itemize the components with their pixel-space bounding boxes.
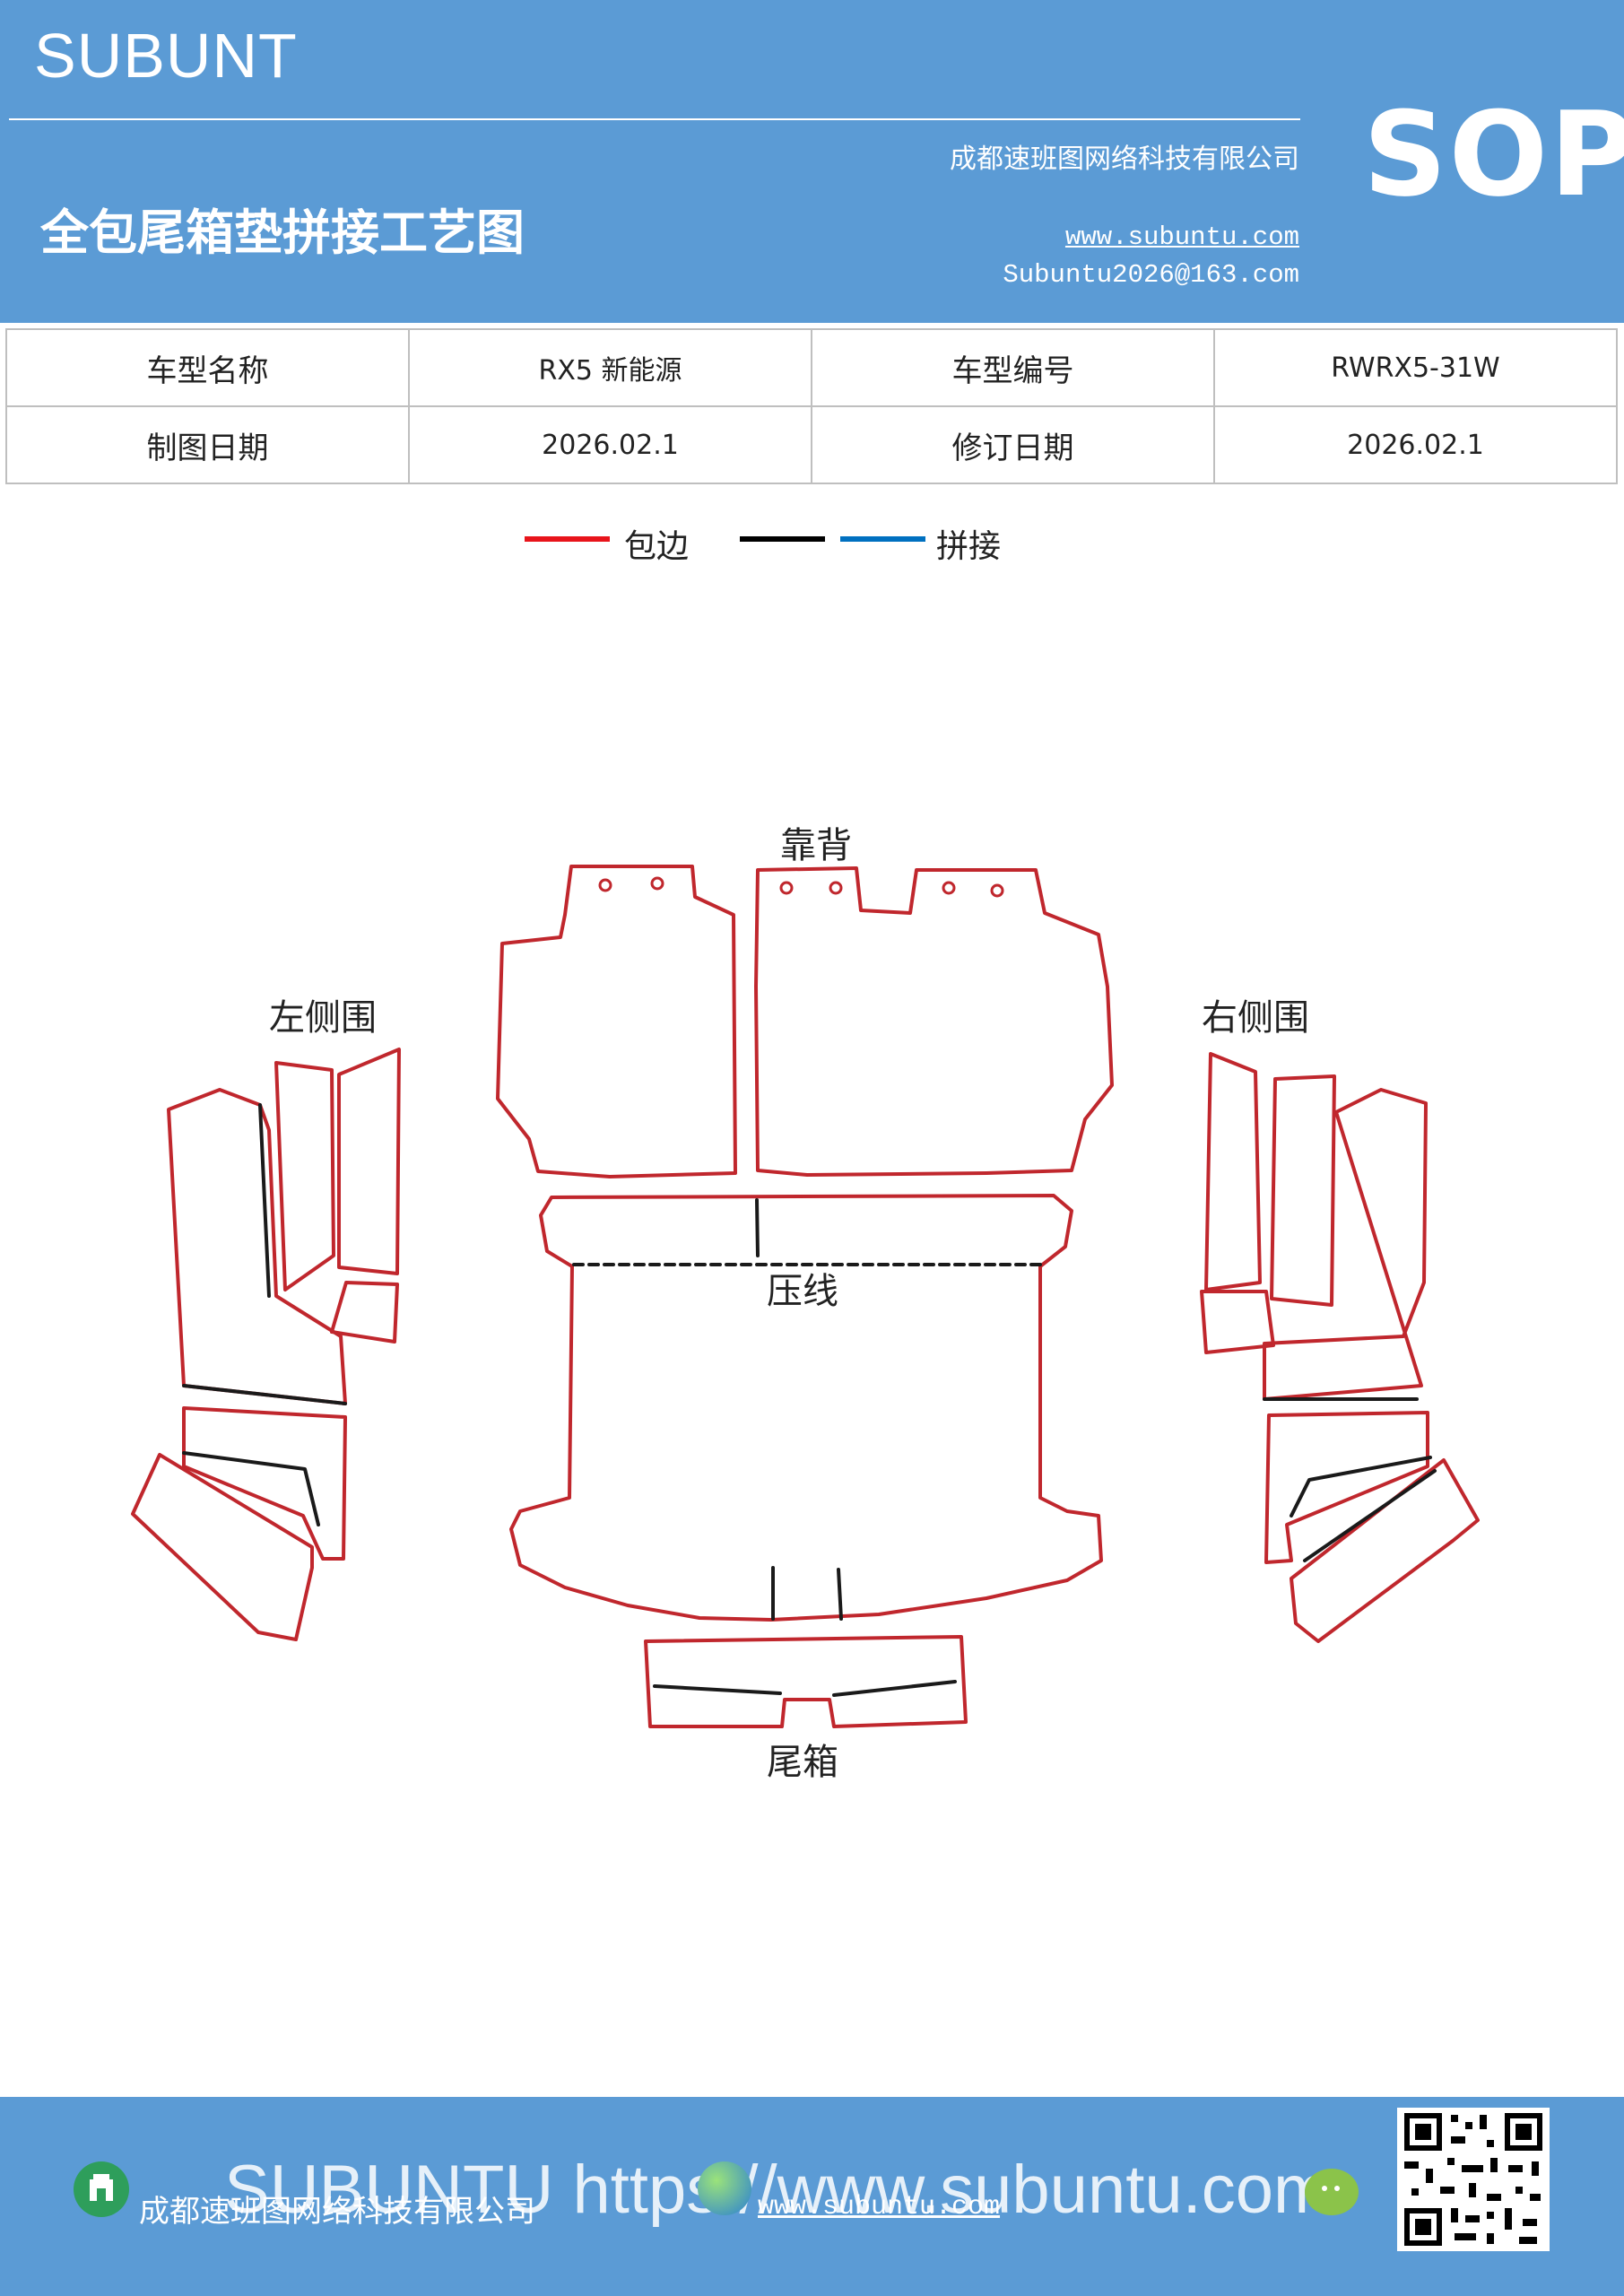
right-side-lower	[1264, 1411, 1429, 1564]
wechat-icon	[1305, 2169, 1359, 2215]
backrest-right-piece	[754, 866, 1114, 1177]
legend: 包边 拼接	[0, 520, 1624, 574]
left-side-strip	[274, 1061, 335, 1292]
right-side-strip	[1204, 1052, 1262, 1292]
backrest-hole	[990, 883, 1004, 898]
table-cell: 制图日期	[5, 405, 410, 484]
trunk-seam-right	[832, 1680, 957, 1697]
label-backrest: 靠背	[780, 825, 852, 866]
table-cell: RWRX5-31W	[1213, 328, 1618, 407]
footer-company: 成都速班图网络科技有限公司	[139, 2194, 535, 2230]
left-side-small	[330, 1281, 399, 1344]
footer-banner: SUBUNTU https://www.subuntu.com 成都速班图网络科…	[0, 2097, 1624, 2296]
label-trunk: 尾箱	[767, 1742, 838, 1783]
label-right-side: 右侧围	[1202, 997, 1309, 1039]
trunk-seam-left	[653, 1684, 782, 1695]
floor-seam-right	[837, 1568, 843, 1621]
backrest-hole	[829, 881, 843, 895]
floor-piece	[509, 1194, 1103, 1622]
table-cell: 2026.02.1	[408, 405, 812, 484]
table-cell: 车型名称	[5, 328, 410, 407]
right-side-piece	[1263, 1088, 1428, 1401]
right-side-strip-2	[1270, 1074, 1336, 1307]
company-name: 成都速班图网络科技有限公司	[950, 144, 1299, 175]
legend-swatch-seam	[840, 536, 925, 542]
left-seam-b	[182, 1384, 347, 1405]
left-side-piece	[167, 1088, 347, 1405]
left-side-strip-2	[337, 1048, 401, 1275]
backrest-hole	[650, 876, 664, 891]
label-left-side: 左侧围	[269, 997, 377, 1039]
right-side-corner	[1290, 1458, 1480, 1643]
vehicle-info-table: 车型名称 RX5 新能源 车型编号 RWRX5-31W 制图日期 2026.02…	[5, 328, 1618, 484]
table-cell: 车型编号	[811, 328, 1215, 407]
legend-swatch-black	[740, 536, 825, 542]
header-banner: SUBUNT 全包尾箱垫拼接工艺图 成都速班图网络科技有限公司 www.subu…	[0, 0, 1624, 323]
table-cell: RX5 新能源	[408, 328, 812, 407]
backrest-hole	[942, 881, 956, 895]
right-seam-b	[1290, 1456, 1432, 1518]
left-side-corner	[131, 1453, 314, 1641]
left-seam-a	[258, 1103, 271, 1298]
header-divider	[9, 118, 1300, 120]
label-press-line: 压线	[767, 1271, 838, 1312]
trunk-piece	[644, 1635, 968, 1728]
email-address: Subuntu2026@163.com	[1003, 260, 1299, 290]
table-cell: 修订日期	[811, 405, 1215, 484]
company-icon	[74, 2161, 129, 2217]
right-side-small	[1200, 1290, 1275, 1354]
mat-diagram: 靠背 左侧围 右侧围 压线 尾箱	[0, 789, 1624, 1812]
footer-watermark: SUBUNTU https://www.subuntu.com	[224, 2152, 1331, 2228]
backrest-hole	[598, 878, 612, 892]
qr-code-icon	[1397, 2108, 1550, 2251]
backrest-hole	[779, 881, 794, 895]
table-row: 车型名称 RX5 新能源 车型编号 RWRX5-31W	[5, 328, 1618, 407]
left-side-lower	[182, 1406, 347, 1561]
table-cell: 2026.02.1	[1213, 405, 1618, 484]
legend-label-edge: 包边	[624, 528, 690, 565]
legend-label-seam: 拼接	[936, 528, 1002, 565]
footer-website-link[interactable]: www.subuntu.com	[758, 2192, 1001, 2222]
left-seam-c	[182, 1451, 320, 1526]
backrest-left-piece	[496, 865, 737, 1178]
floor-center-seam	[755, 1198, 760, 1257]
right-seam-c	[1303, 1469, 1437, 1562]
mat-pattern-drawing	[131, 865, 1480, 1728]
legend-swatch-edge	[525, 536, 610, 542]
page-title: 全包尾箱垫拼接工艺图	[40, 204, 525, 261]
table-row: 制图日期 2026.02.1 修订日期 2026.02.1	[5, 405, 1618, 484]
globe-icon	[698, 2161, 751, 2215]
sop-badge: SOP	[1363, 86, 1624, 222]
brand-name: SUBUNT	[34, 21, 298, 91]
website-link[interactable]: www.subuntu.com	[1064, 222, 1299, 252]
